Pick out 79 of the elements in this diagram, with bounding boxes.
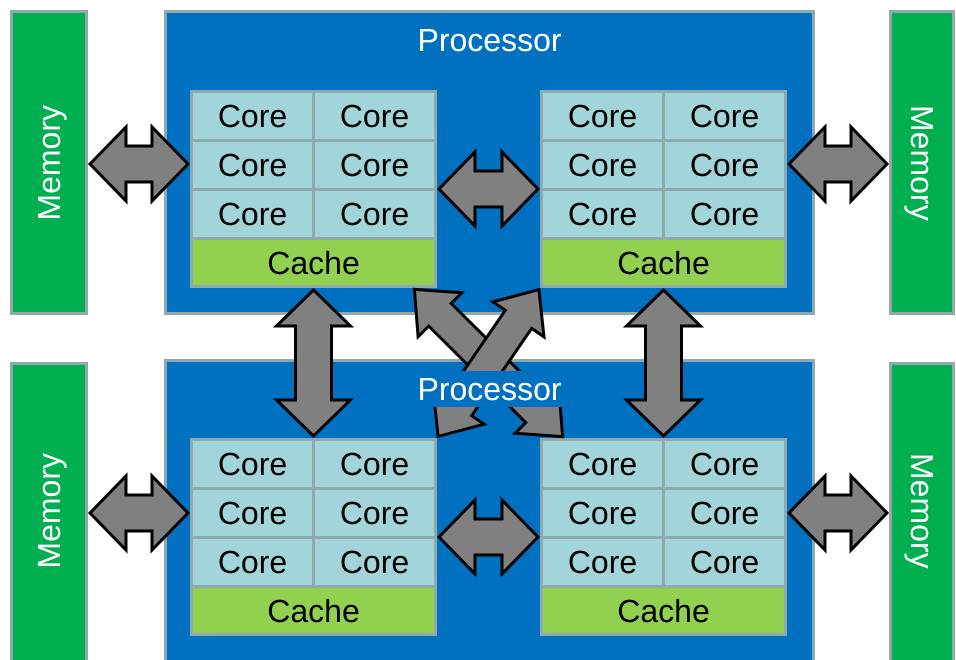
core-label: Core — [340, 497, 410, 529]
core-cell — [193, 142, 312, 188]
memory-box — [10, 10, 88, 315]
core-cell — [315, 490, 434, 536]
core-label: Core — [340, 198, 410, 230]
core-label: Core — [568, 100, 638, 132]
double-arrow — [436, 496, 540, 578]
core-label: Core — [690, 448, 760, 480]
diagonal-double-arrow — [431, 288, 546, 438]
cache-label: Cache — [267, 594, 360, 626]
core-grid-panel — [190, 90, 437, 288]
double-arrow — [88, 472, 190, 554]
double-arrow — [88, 123, 190, 205]
cache-bar — [543, 588, 784, 633]
core-grid-panel — [540, 438, 787, 636]
core-label: Core — [690, 546, 760, 578]
double-arrow — [272, 288, 354, 438]
core-cell — [315, 191, 434, 237]
core-label: Core — [690, 149, 760, 181]
core-cell — [543, 539, 662, 585]
core-cell — [665, 191, 784, 237]
cache-bar — [193, 588, 434, 633]
core-cell — [665, 93, 784, 139]
processor-box — [164, 359, 815, 660]
core-label: Core — [340, 546, 410, 578]
cache-bar — [543, 240, 784, 285]
core-label: Core — [568, 546, 638, 578]
core-cell — [315, 142, 434, 188]
core-label: Core — [690, 198, 760, 230]
core-cell — [315, 93, 434, 139]
memory-label: Memory — [906, 453, 938, 569]
core-cell — [315, 441, 434, 487]
core-cell — [665, 441, 784, 487]
core-grid-panel — [190, 438, 437, 636]
cache-label: Cache — [267, 246, 360, 278]
core-cell — [543, 191, 662, 237]
core-cell — [665, 539, 784, 585]
core-label: Core — [218, 546, 288, 578]
core-cell — [665, 490, 784, 536]
core-label: Core — [690, 100, 760, 132]
core-label: Core — [568, 149, 638, 181]
core-cell — [665, 142, 784, 188]
core-label: Core — [568, 497, 638, 529]
memory-box — [889, 362, 955, 660]
core-label: Core — [340, 448, 410, 480]
core-label: Core — [340, 100, 410, 132]
core-cell — [315, 539, 434, 585]
double-arrow — [622, 288, 704, 438]
double-arrow — [786, 472, 890, 554]
core-label: Core — [218, 149, 288, 181]
core-cell — [193, 93, 312, 139]
memory-box — [10, 362, 88, 660]
core-cell — [543, 490, 662, 536]
core-cell — [193, 490, 312, 536]
core-cell — [193, 441, 312, 487]
core-label: Core — [218, 100, 288, 132]
core-cell — [193, 191, 312, 237]
core-label: Core — [340, 149, 410, 181]
cache-label: Cache — [617, 594, 710, 626]
core-cell — [193, 539, 312, 585]
core-label: Core — [568, 448, 638, 480]
memory-label: Memory — [906, 104, 938, 220]
core-label: Core — [218, 448, 288, 480]
core-label: Core — [568, 198, 638, 230]
cache-label: Cache — [617, 246, 710, 278]
core-label: Core — [218, 497, 288, 529]
core-grid-panel — [540, 90, 787, 288]
memory-box — [889, 10, 955, 315]
double-arrow — [786, 123, 890, 205]
double-arrow — [436, 148, 540, 230]
memory-label: Memory — [33, 453, 65, 569]
core-cell — [543, 142, 662, 188]
processor-box — [164, 10, 815, 315]
core-label: Core — [218, 198, 288, 230]
core-cell — [543, 441, 662, 487]
cache-bar — [193, 240, 434, 285]
core-cell — [543, 93, 662, 139]
core-label: Core — [690, 497, 760, 529]
memory-label: Memory — [33, 104, 65, 220]
